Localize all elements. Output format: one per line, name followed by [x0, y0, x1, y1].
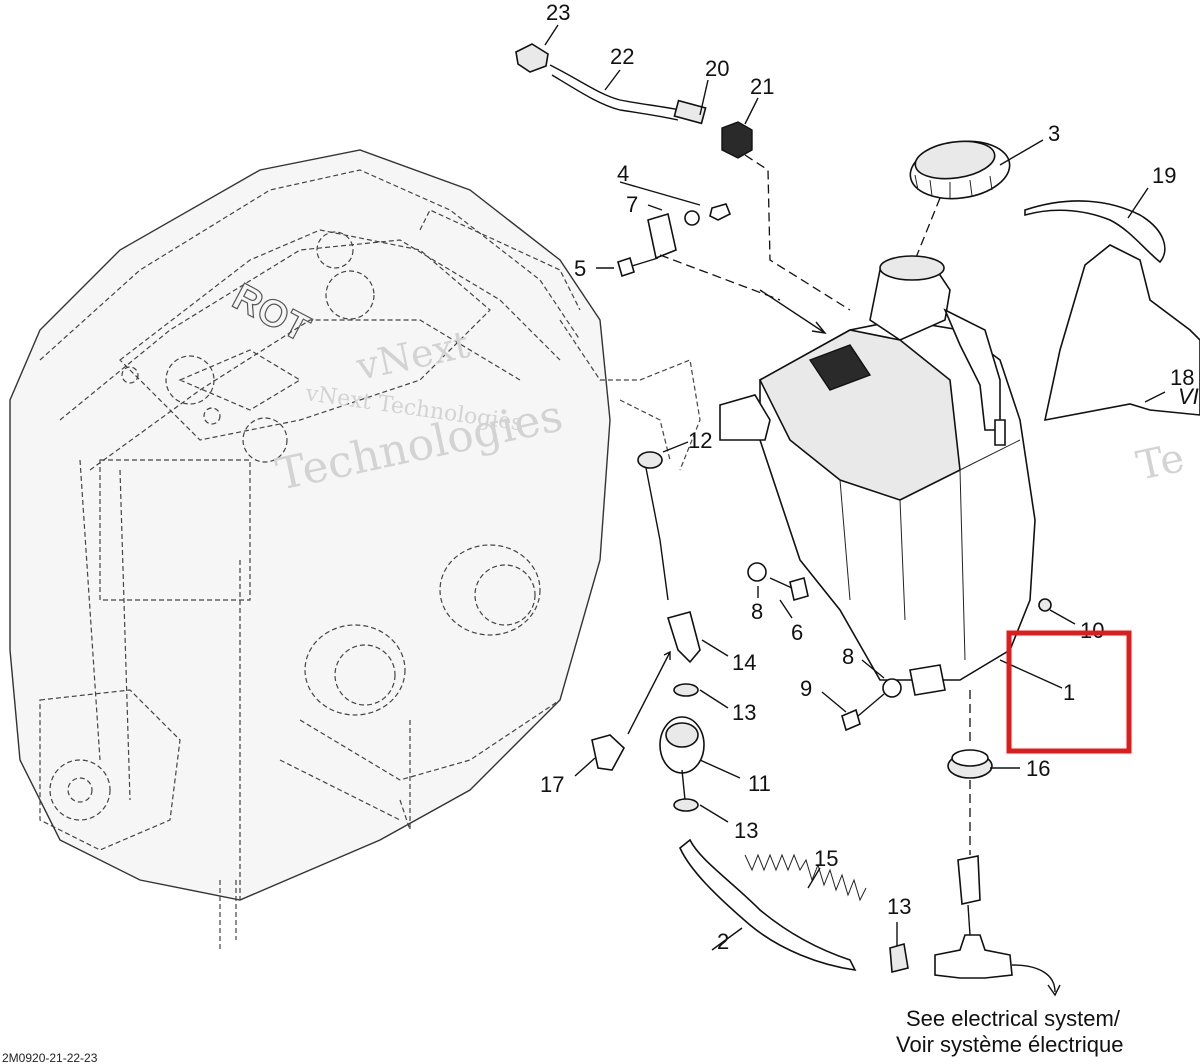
vent-hose-assembly [515, 43, 851, 311]
callout-2: 2 [717, 929, 729, 954]
callout-1: 1 [1063, 680, 1075, 705]
tank-cap [909, 140, 1011, 261]
callout-14: 14 [732, 650, 756, 675]
callout-11: 11 [748, 771, 771, 796]
watermark-line-4: Te [1133, 435, 1189, 490]
callout-13b: 13 [734, 818, 758, 843]
callout-8a: 8 [751, 599, 763, 624]
callout-18: 18 [1170, 365, 1194, 390]
clipped-label: VI [1178, 384, 1199, 409]
hose-and-clamps [591, 451, 1061, 997]
callout-5: 5 [574, 256, 586, 281]
callout-9: 9 [800, 676, 812, 701]
callout-20: 20 [705, 56, 729, 81]
callout-13c: 13 [887, 894, 911, 919]
callout-6: 6 [791, 620, 803, 645]
callout-12: 12 [688, 428, 712, 453]
callout-19: 19 [1152, 163, 1176, 188]
callout-13a: 13 [732, 700, 756, 725]
callout-21: 21 [750, 74, 774, 99]
callout-8b: 8 [842, 644, 854, 669]
leader-lines [544, 24, 1166, 951]
note-line-2: Voir système électrique [896, 1032, 1123, 1057]
callout-4: 4 [617, 161, 629, 186]
callout-23: 23 [546, 0, 570, 25]
callout-16: 16 [1026, 756, 1050, 781]
hardware-parts [617, 203, 1052, 855]
callout-3: 3 [1048, 121, 1060, 146]
highlight-box [1006, 630, 1132, 754]
callout-7: 7 [626, 192, 638, 217]
callout-numbers: 1 2 3 4 5 6 7 8 8 9 10 11 12 13 13 13 14… [540, 0, 1199, 954]
drawing-code: 2M0920-21-22-23 [2, 1051, 98, 1064]
engine-block: ROT [9, 149, 701, 950]
note-line-1: See electrical system/ [906, 1006, 1121, 1031]
reservoir-tank [719, 255, 1036, 696]
callout-22: 22 [610, 44, 634, 69]
callout-17: 17 [540, 772, 564, 797]
callout-15: 15 [814, 846, 838, 871]
